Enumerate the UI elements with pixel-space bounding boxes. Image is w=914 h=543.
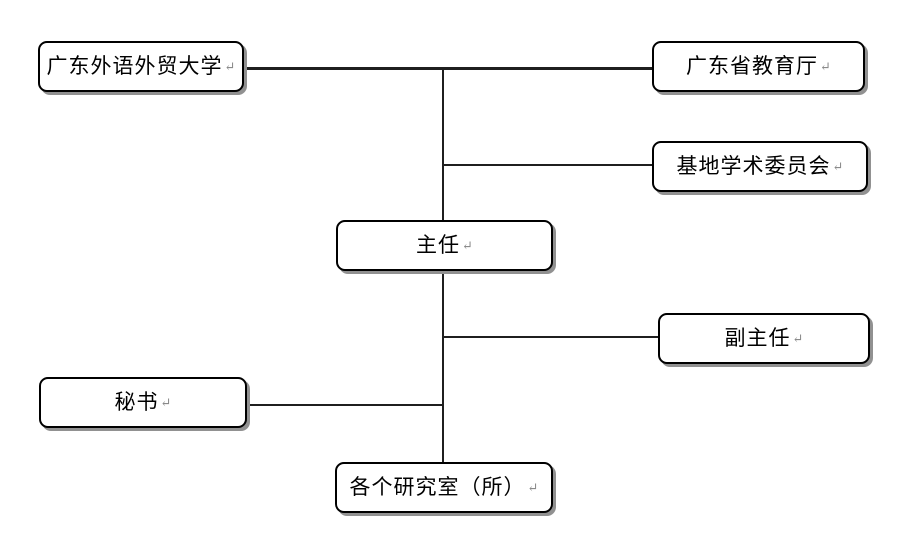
connector-committee-horizontal (442, 164, 653, 166)
node-deputy-director-label: 副主任 (724, 326, 791, 350)
connector-vertical-lower (442, 270, 444, 463)
node-secretary: 秘书↵ (39, 377, 247, 428)
paragraph-mark-icon: ↵ (820, 59, 831, 74)
node-education-dept: 广东省教育厅↵ (652, 41, 865, 92)
node-gdufs: 广东外语外贸大学↵ (38, 41, 244, 92)
paragraph-mark-icon: ↵ (527, 480, 539, 495)
node-gdufs-label: 广东外语外贸大学 (46, 54, 223, 78)
paragraph-mark-icon: ↵ (160, 395, 172, 410)
node-deputy-director: 副主任↵ (658, 313, 870, 364)
node-academic-committee-label: 基地学术委员会 (676, 154, 831, 178)
connector-deputy-horizontal (442, 336, 659, 338)
node-director-label: 主任 (416, 233, 461, 257)
connector-vertical-upper (442, 67, 444, 221)
node-education-dept-label: 广东省教育厅 (686, 54, 819, 78)
node-research-offices: 各个研究室（所）↵ (335, 462, 553, 513)
node-academic-committee: 基地学术委员会↵ (652, 141, 868, 192)
node-secretary-label: 秘书 (114, 390, 159, 414)
paragraph-mark-icon: ↵ (792, 331, 804, 346)
connector-secretary-horizontal (247, 404, 443, 406)
node-director: 主任↵ (336, 220, 553, 271)
connector-top-horizontal (244, 67, 653, 70)
paragraph-mark-icon: ↵ (462, 238, 473, 253)
node-research-offices-label: 各个研究室（所） (349, 475, 526, 499)
paragraph-mark-icon: ↵ (832, 159, 844, 174)
paragraph-mark-icon: ↵ (224, 59, 236, 74)
